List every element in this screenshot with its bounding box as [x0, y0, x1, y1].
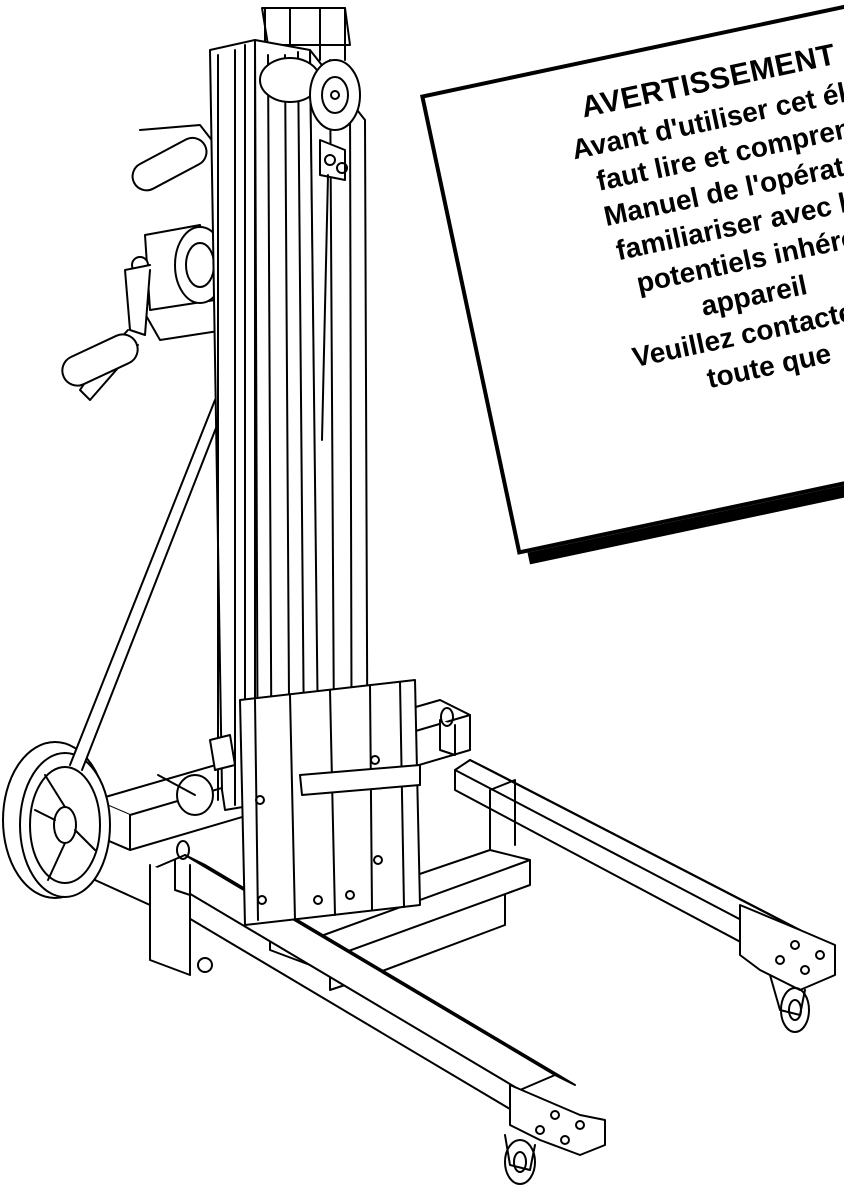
pulley-icon [259, 57, 361, 441]
locking-pin-icon [174, 707, 456, 896]
right-caster-wheel-icon [769, 974, 810, 1033]
crank-handle-icon [61, 136, 208, 401]
diagonal-brace [69, 399, 226, 771]
left-caster-wheel-icon [504, 1134, 536, 1185]
right-leg [454, 759, 836, 1033]
mast-column [209, 7, 421, 926]
brake-reel-icon [157, 734, 236, 816]
main-wheel-icon [2, 741, 111, 899]
